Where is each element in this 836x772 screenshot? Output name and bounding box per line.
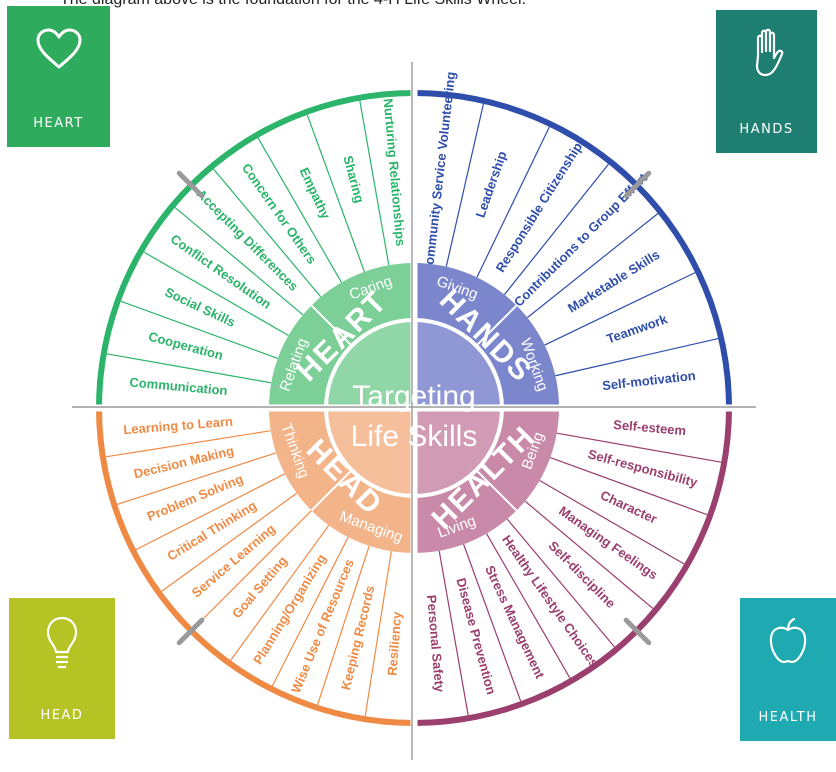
page-caption: The diagram above is the foundation for … xyxy=(60,0,526,9)
ring-tick xyxy=(623,170,652,199)
lightbulb-icon xyxy=(46,616,78,669)
head-tile-label: HEAD xyxy=(40,708,84,723)
head-skill-label: Resiliency xyxy=(384,610,404,676)
health-tile-label: HEALTH xyxy=(758,710,818,725)
head-tile: HEAD xyxy=(9,598,115,739)
hands-tile: HANDS xyxy=(716,10,817,153)
hands-tile-label: HANDS xyxy=(739,122,794,137)
health-tile: HEALTH xyxy=(740,598,836,741)
heart-icon xyxy=(36,28,81,69)
heart-tile: HEART xyxy=(7,6,110,147)
ring-tick xyxy=(176,617,205,646)
ring-tick xyxy=(623,617,652,646)
health-quadrant: Self-esteemSelf-responsibilityCharacterM… xyxy=(414,408,732,726)
hand-icon xyxy=(755,28,783,77)
ring-tick xyxy=(176,170,205,199)
center-title-line1: Targeting xyxy=(352,380,475,413)
health-skill-label: Self-esteem xyxy=(613,417,687,438)
heart-tile-label: HEART xyxy=(33,116,84,131)
apple-icon xyxy=(769,618,807,664)
center-title-line2: Life Skills xyxy=(351,420,478,453)
